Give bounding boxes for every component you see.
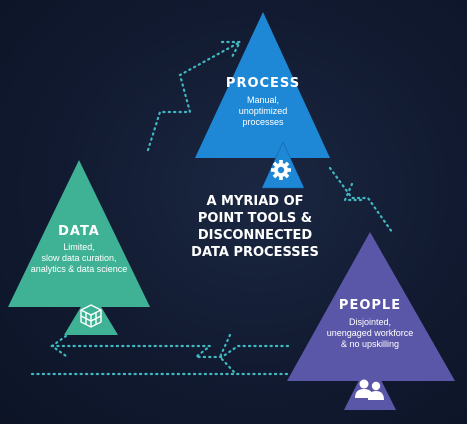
arrow-data-to-process [146, 40, 242, 152]
people-title: PEOPLE [338, 298, 402, 313]
arrow-head-right [343, 182, 364, 202]
gear-icon [271, 160, 291, 180]
arrow-head-top [220, 40, 242, 59]
data-title: DATA [58, 224, 100, 239]
people-triangle [287, 232, 455, 381]
people-description: Disjointed, unengaged workforce & no ups… [326, 317, 414, 349]
process-description: Manual, unoptimized processes [238, 95, 288, 127]
arrow-people-to-data [50, 344, 290, 359]
data-triangle [8, 160, 150, 307]
process-triangle [195, 12, 330, 158]
data-icon-triangle [64, 290, 118, 335]
people-icon [355, 379, 384, 400]
center-heading: A MYRIAD OF POINT TOOLS & DISCONNECTED D… [191, 194, 319, 260]
data-cube-icon [80, 304, 102, 328]
arrow-head-left [50, 334, 68, 358]
process-title: PROCESS [225, 76, 301, 91]
data-description: Limited, slow data curation, analytics &… [30, 242, 128, 274]
arrow-process-to-people [328, 166, 394, 234]
arrow-head-bottom [218, 333, 236, 374]
